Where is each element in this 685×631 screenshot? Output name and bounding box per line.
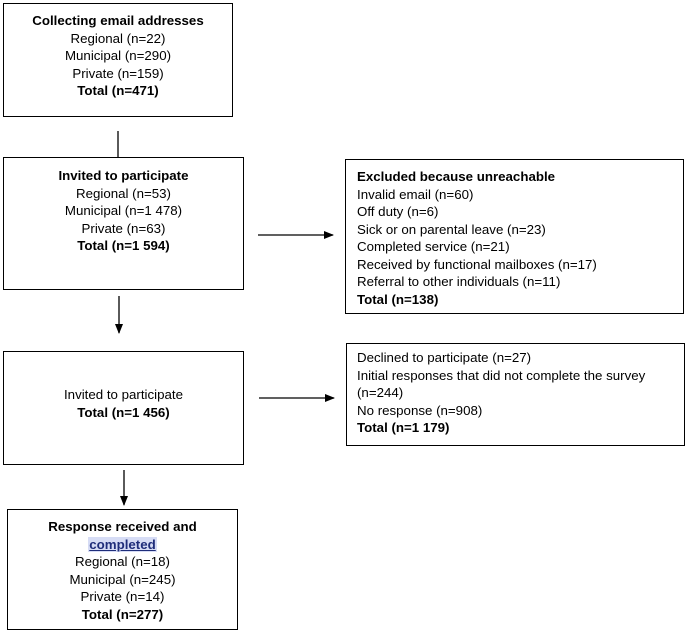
collecting-municipal: Municipal (n=290) — [64, 48, 172, 63]
declined-item: No response (n=908) — [357, 402, 483, 418]
excluded-item: Received by functional mailboxes (n=17) — [357, 256, 597, 272]
invited-box: Invited to participate Regional (n=53) M… — [3, 157, 244, 290]
response-private: Private (n=14) — [80, 589, 165, 604]
invited-regional: Regional (n=53) — [76, 185, 171, 201]
response-regional: Regional (n=18) — [75, 554, 170, 569]
response-municipal: Municipal (n=245) — [69, 571, 176, 587]
excluded-item: Sick or on parental leave (n=23) — [357, 221, 546, 237]
collecting-private: Private (n=159) — [72, 65, 164, 81]
invited-private: Private (n=63) — [81, 220, 166, 236]
invited2-title: Invited to participate — [63, 387, 183, 402]
response-box: Response received and completed Regional… — [7, 509, 238, 630]
response-total: Total (n=277) — [81, 606, 164, 622]
invited-title: Invited to participate — [58, 168, 189, 183]
excluded-title: Excluded because unreachable — [357, 169, 556, 184]
completed-highlight: completed — [88, 536, 157, 552]
invited2-box: Invited to participate Total (n=1 456) — [3, 351, 244, 465]
collecting-box: Collecting email addresses Regional (n=2… — [3, 3, 233, 117]
declined-item: Initial responses that did not complete … — [357, 367, 646, 401]
invited-total: Total (n=1 594) — [77, 238, 170, 253]
declined-item: Declined to participate (n=27) — [357, 350, 532, 365]
declined-total: Total (n=1 179) — [357, 420, 450, 435]
response-title: Response received and — [48, 519, 197, 534]
excluded-item: Completed service (n=21) — [357, 239, 510, 254]
collecting-total: Total (n=471) — [77, 83, 159, 98]
invited2-total: Total (n=1 456) — [77, 404, 170, 420]
collecting-title: Collecting email addresses — [32, 13, 204, 28]
declined-box: Declined to participate (n=27) Initial r… — [346, 343, 685, 446]
excluded-item: Invalid email (n=60) — [357, 186, 474, 202]
excluded-item: Off duty (n=6) — [357, 204, 439, 219]
excluded-total: Total (n=138) — [357, 291, 439, 307]
excluded-item: Referral to other individuals (n=11) — [357, 274, 561, 289]
collecting-regional: Regional (n=22) — [70, 30, 166, 46]
response-title-completed: completed — [8, 536, 237, 554]
excluded-box: Excluded because unreachable Invalid ema… — [345, 159, 684, 314]
invited-municipal: Municipal (n=1 478) — [64, 203, 183, 218]
